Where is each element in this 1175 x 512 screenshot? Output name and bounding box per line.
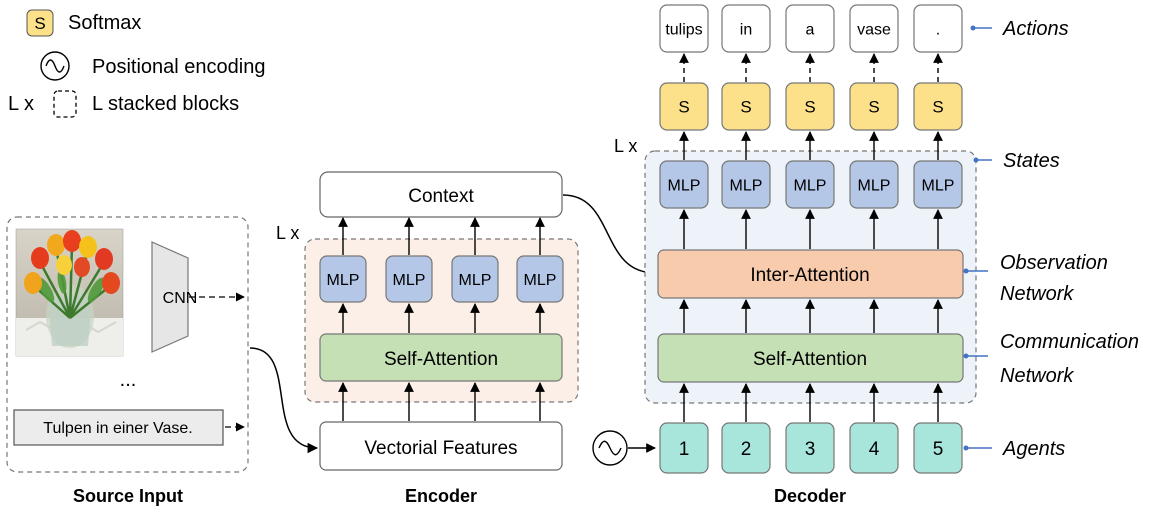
source-to-features-arrow [249, 347, 319, 454]
decoder-mlp-4-label: MLP [858, 177, 891, 194]
legend-stack-prefix: L x [8, 93, 34, 115]
decoder-title: Decoder [774, 486, 846, 506]
encoder-self-attention [319, 333, 563, 382]
agent-3-label: 3 [805, 439, 816, 460]
vectorial-features-box [319, 421, 563, 471]
agent-4 [849, 422, 899, 474]
action-token-3 [785, 4, 835, 53]
inter-attention-label: Inter-Attention [750, 265, 869, 286]
agent-5 [913, 422, 963, 474]
agent-2-label: 2 [741, 439, 752, 460]
legend-stack-swatch [53, 90, 77, 118]
text-input-box [13, 409, 224, 446]
action-token-2 [721, 4, 771, 53]
softmax-5-label: S [932, 98, 943, 117]
action-token-5-label: . [936, 21, 940, 38]
legend-softmax-label: Softmax [68, 12, 141, 34]
annotation-observation-line2: Network [1000, 283, 1074, 305]
decoder-mlp-5-label: MLP [922, 177, 955, 194]
encoder-mlp-2-label: MLP [393, 272, 426, 289]
action-token-4 [849, 4, 899, 53]
legend-softmax-symbol: S [34, 14, 45, 33]
encoder-stack-marker: L x [276, 223, 299, 243]
context-box [319, 171, 563, 218]
action-token-1-label: tulips [665, 21, 702, 38]
agent-1-label: 1 [679, 439, 690, 460]
softmax-2-label: S [740, 98, 751, 117]
action-token-2-label: in [740, 21, 752, 38]
agent-4-label: 4 [869, 439, 880, 460]
softmax-5 [913, 82, 963, 131]
annotation-communication-line1: Communication [1000, 331, 1139, 353]
decoder-mlp-1-label: MLP [668, 177, 701, 194]
softmax-3-label: S [804, 98, 815, 117]
vectorial-features-label: Vectorial Features [364, 438, 517, 459]
legend-softmax-swatch [26, 9, 54, 37]
softmax-4 [849, 82, 899, 131]
decoder-mlp-5 [913, 160, 963, 209]
annotation-communication-line2: Network [1000, 365, 1074, 387]
softmax-4-label: S [868, 98, 879, 117]
text-input-label: Tulpen in einer Vase. [43, 420, 192, 437]
context-to-inter-attention-arrow [562, 194, 657, 279]
legend-posenc-label: Positional encoding [92, 56, 265, 78]
encoder-mlp-1 [319, 255, 367, 303]
decoder-mlp-1 [659, 160, 709, 209]
encoder-mlp-1-label: MLP [327, 272, 360, 289]
cnn-block [151, 241, 189, 353]
encoder-mlp-2 [385, 255, 433, 303]
source-ellipsis: ... [120, 369, 137, 391]
source-input-frame [6, 216, 249, 473]
agent-1 [659, 422, 709, 474]
tulip-image [15, 228, 124, 357]
decoder-stack-marker: L x [614, 136, 637, 156]
decoder-self-attention-label: Self-Attention [753, 349, 867, 370]
encoder-mlp-4-label: MLP [524, 272, 557, 289]
annotations: Actions States Observation Network Commu… [963, 18, 1139, 460]
encoder-mlp-3 [451, 255, 499, 303]
softmax-3 [785, 82, 835, 131]
action-token-4-label: vase [857, 21, 891, 38]
annotation-states: States [1003, 150, 1060, 172]
softmax-1-label: S [678, 98, 689, 117]
legend-stack-label: L stacked blocks [92, 93, 239, 115]
annotation-actions: Actions [1002, 18, 1069, 40]
decoder-mlp-3 [785, 160, 835, 209]
context-label: Context [408, 186, 474, 207]
decoder-mlp-2-label: MLP [730, 177, 763, 194]
inter-attention-block [657, 249, 964, 299]
action-token-3-label: a [806, 21, 815, 38]
decoder-self-attention [657, 333, 964, 383]
cnn-label: CNN [163, 290, 198, 307]
source-input-title: Source Input [73, 486, 183, 506]
decoder-group: L x tulips in a vase. S S S S S MLP MLP MLP MLP MLP… [592, 4, 977, 506]
encoder-self-attention-label: Self-Attention [384, 349, 498, 370]
decoder-mlp-4 [849, 160, 899, 209]
annotation-agents: Agents [1002, 438, 1065, 460]
decoder-mlp-3-label: MLP [794, 177, 827, 194]
annotation-observation-line1: Observation [1000, 252, 1108, 274]
encoder-mlp-3-label: MLP [459, 272, 492, 289]
agent-3 [785, 422, 835, 474]
encoder-title: Encoder [405, 486, 477, 506]
agent-5-label: 5 [933, 439, 944, 460]
action-token-1 [659, 4, 709, 53]
encoder-mlp-4 [516, 255, 564, 303]
action-token-5 [913, 4, 963, 53]
decoder-mlp-2 [721, 160, 771, 209]
softmax-2 [721, 82, 771, 131]
source-input-group: CNN ... Tulpen in einer Vase. Source Inp… [6, 216, 249, 506]
softmax-1 [659, 82, 709, 131]
legend: S Softmax Positional encoding L x L stac… [8, 9, 265, 118]
agent-2 [721, 422, 771, 474]
